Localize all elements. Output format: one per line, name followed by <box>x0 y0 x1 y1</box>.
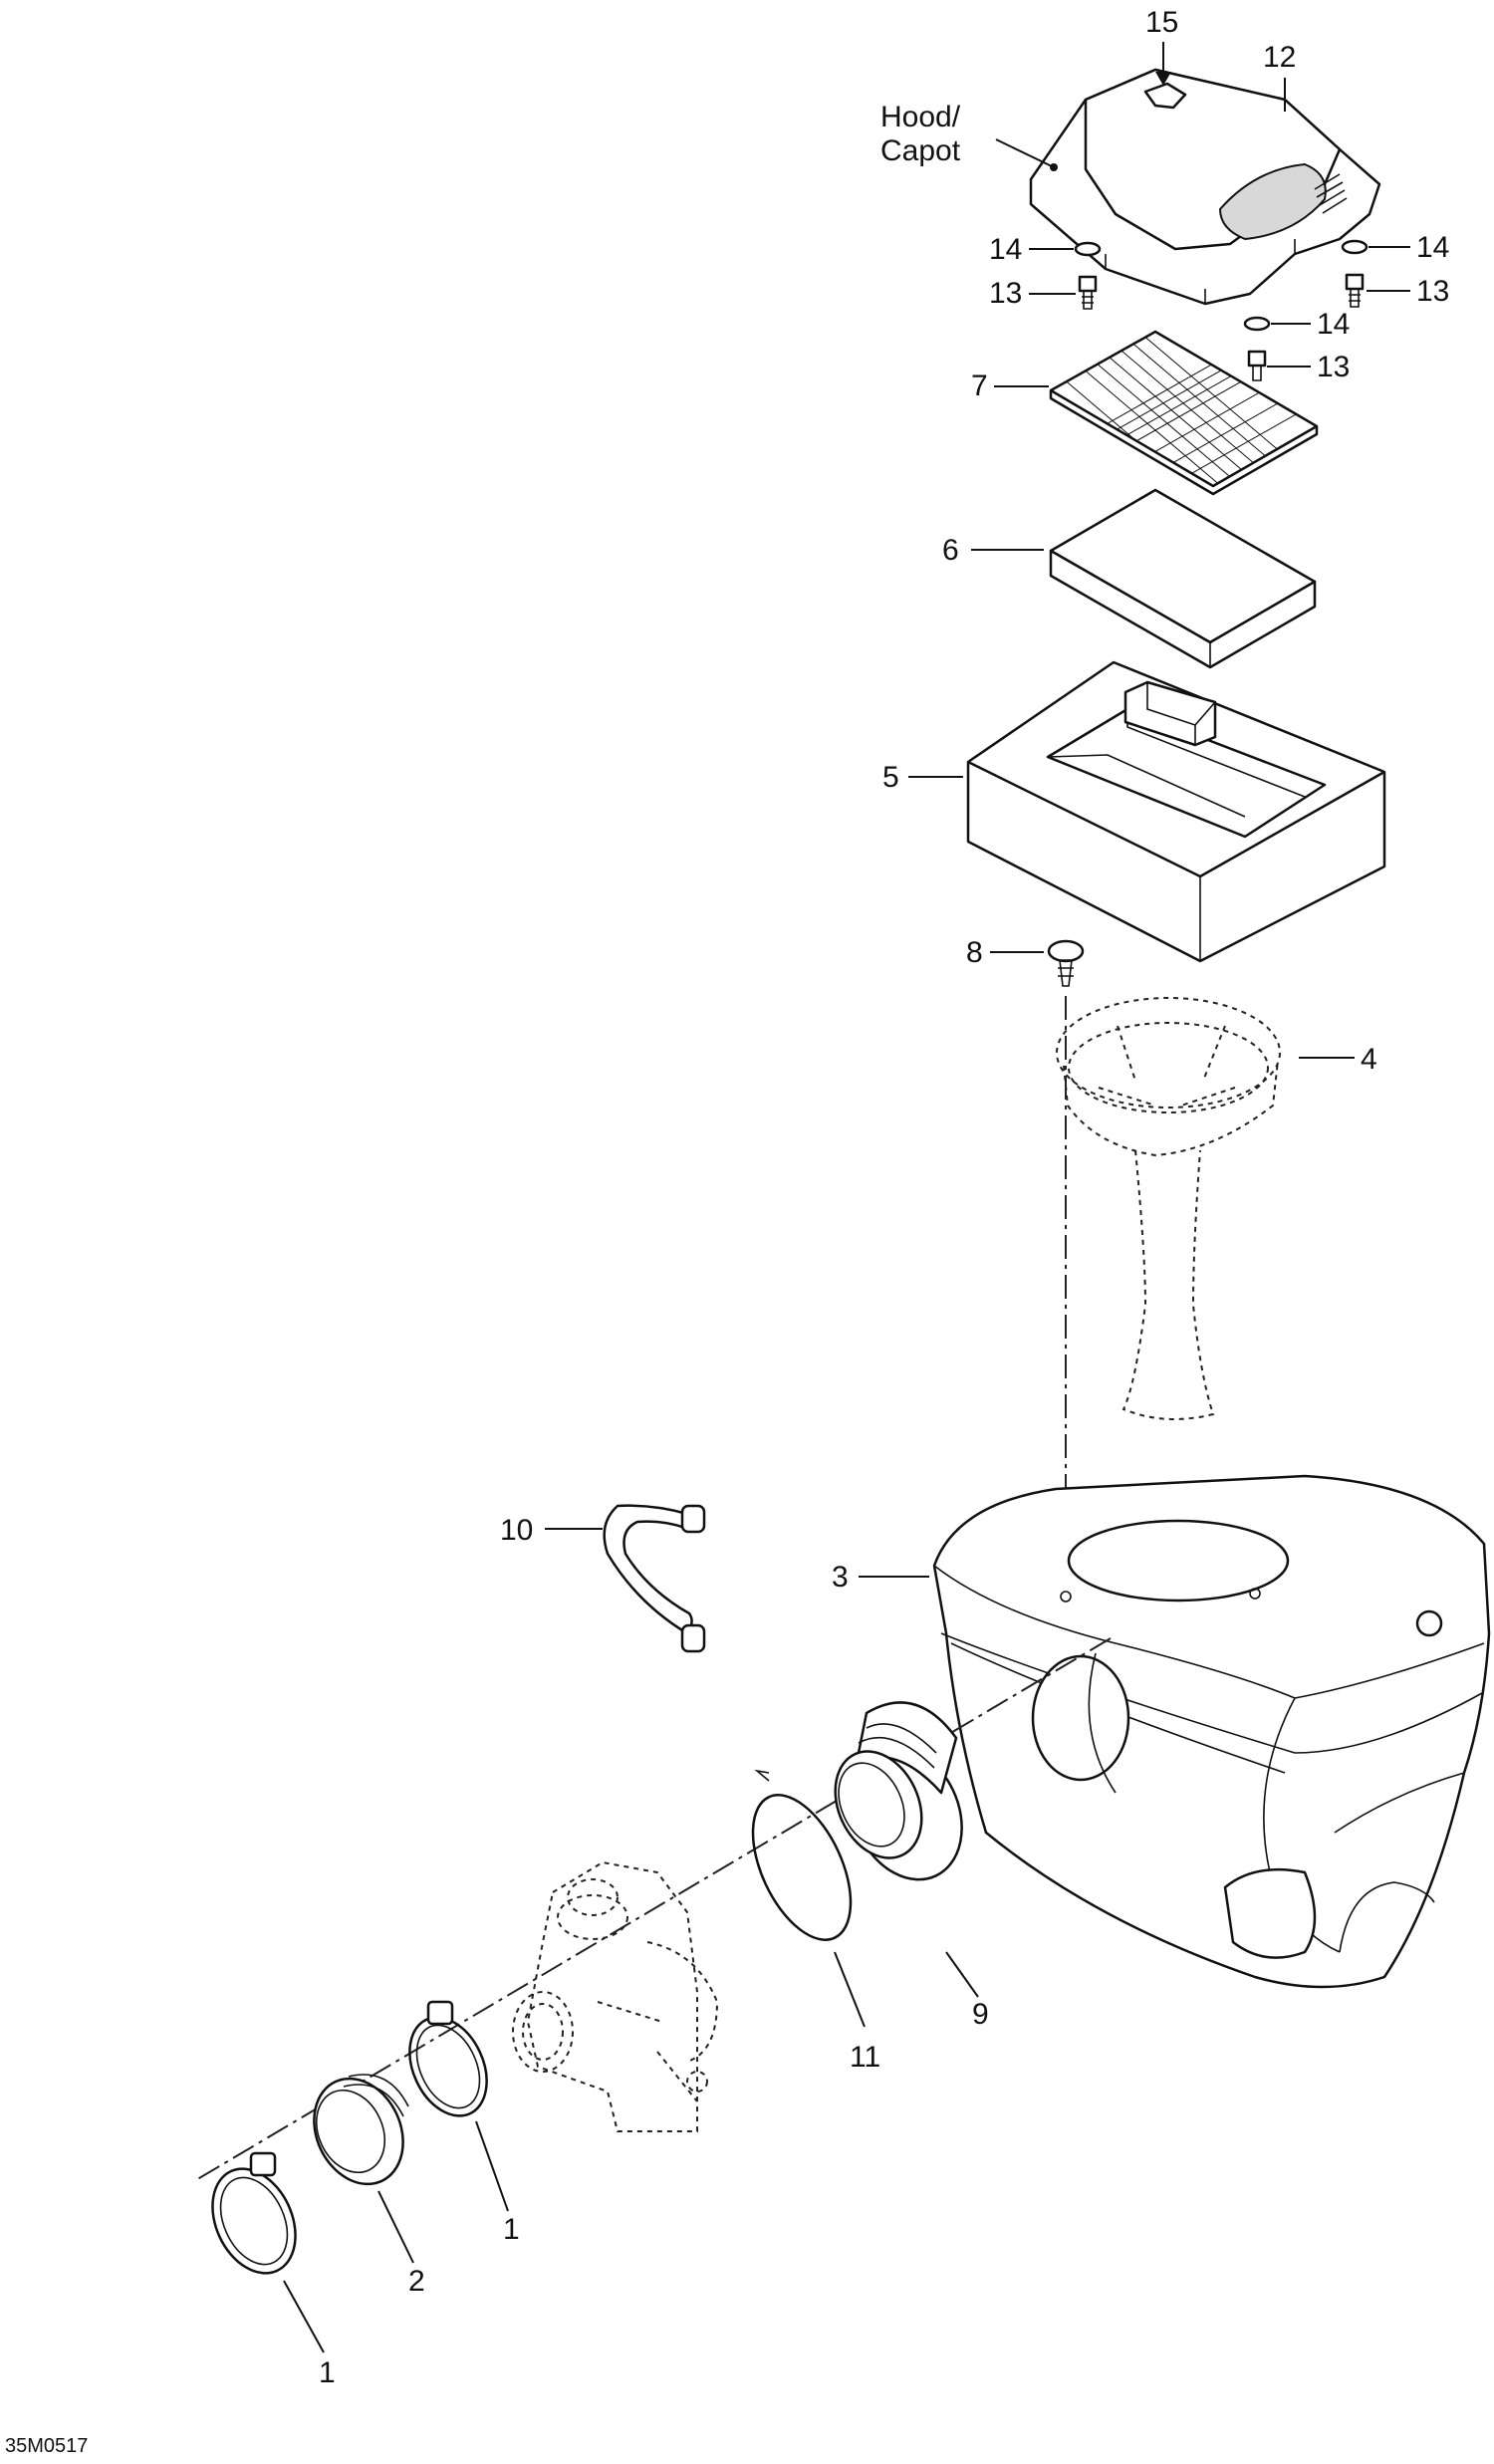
leader-9 <box>945 1951 979 1998</box>
part-1-clamp-lower <box>211 2151 297 2275</box>
part-12-hood-cover <box>1029 68 1381 306</box>
callout-3: 3 <box>832 1561 849 1594</box>
callout-1-lower: 1 <box>319 2356 336 2389</box>
leader-11 <box>834 1951 866 2028</box>
hood-label-line2: Capot <box>880 134 961 167</box>
callout-5: 5 <box>882 761 899 794</box>
callout-14-left: 14 <box>989 233 1022 266</box>
callout-13-center: 13 <box>1317 351 1350 383</box>
part-11-spring-clamp <box>751 1769 853 1941</box>
part-2-sleeve <box>313 2074 409 2186</box>
callout-4: 4 <box>1361 1043 1377 1076</box>
hood-label-line1: Hood/ <box>880 101 961 133</box>
part-6-filter-pad <box>1049 488 1317 669</box>
leader-2 <box>377 2190 414 2264</box>
callout-13-left: 13 <box>989 277 1022 310</box>
callout-1-upper: 1 <box>503 2213 520 2246</box>
figure-reference-code: 35M0517 <box>5 2435 88 2457</box>
callout-13-right: 13 <box>1416 275 1449 308</box>
screw-washer-center <box>1243 316 1271 381</box>
hood-leader <box>995 138 1053 167</box>
part-10-strap <box>603 1504 706 1653</box>
part-7-filter-screen <box>1049 330 1319 496</box>
callout-14-right: 14 <box>1416 231 1449 264</box>
screw-washer-left <box>1074 241 1102 310</box>
callout-10: 10 <box>500 1514 533 1547</box>
callout-11: 11 <box>850 2041 880 2074</box>
callout-14-center: 14 <box>1317 308 1350 341</box>
leader-1-upper <box>475 2120 509 2212</box>
callout-2: 2 <box>408 2265 425 2298</box>
callout-9: 9 <box>972 1998 989 2031</box>
part-8-push-rivet <box>1047 939 1085 987</box>
leader-1-lower <box>283 2280 325 2353</box>
callout-8: 8 <box>966 936 983 969</box>
part-4-intake-insert <box>1056 997 1281 1420</box>
callout-12: 12 <box>1263 41 1296 74</box>
callout-7: 7 <box>971 370 988 402</box>
part-5-foam-frame <box>966 660 1386 963</box>
part-1-clamp-upper <box>408 2000 488 2117</box>
callout-15: 15 <box>1145 6 1178 39</box>
carburetor-outline <box>512 1860 719 2132</box>
part-9-intake-adaptor <box>834 1701 963 1881</box>
screw-washer-right <box>1341 239 1369 308</box>
arrow-15 <box>1155 72 1171 86</box>
callout-6: 6 <box>942 534 959 567</box>
part-3-air-silencer <box>932 1474 1491 1989</box>
